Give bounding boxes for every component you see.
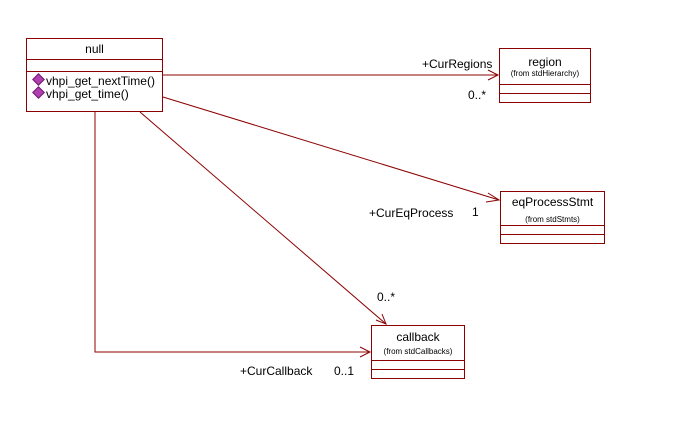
multiplicity-cur-callback: 0..1 <box>334 364 355 378</box>
class-eqprocessstmt[interactable]: eqProcessStmt (from stdStmts) <box>500 191 605 244</box>
class-callback-name: callback <box>396 330 440 344</box>
multiplicity-callback-multi: 0..* <box>377 290 396 304</box>
operation-name: vhpi_get_time() <box>46 87 129 101</box>
class-region-attributes <box>500 85 590 94</box>
class-callback[interactable]: callback (from stdCallbacks) <box>371 325 465 379</box>
class-region[interactable]: region (from stdHierarchy) <box>499 48 591 103</box>
class-eqprocessstmt-package: (from stdStmts) <box>525 215 580 224</box>
class-region-header: region (from stdHierarchy) <box>500 49 590 85</box>
public-operation-icon <box>32 73 45 87</box>
arrowhead-cur-eq-process <box>485 192 501 203</box>
role-cur-callback: +CurCallback <box>240 364 313 378</box>
class-region-name: region <box>528 55 562 69</box>
operation-vhpi-get-nexttime[interactable]: vhpi_get_nextTime() <box>27 73 162 88</box>
class-null-header: null <box>27 39 162 60</box>
operation-name: vhpi_get_nextTime() <box>46 74 155 88</box>
role-cur-regions: +CurRegions <box>422 57 493 71</box>
association-line-callback-multi[interactable] <box>139 111 387 325</box>
class-null[interactable]: null vhpi_get_nextTime() vhpi_get_time() <box>26 38 163 112</box>
class-region-package: (from stdHierarchy) <box>510 69 580 78</box>
association-line-cur-callback[interactable] <box>94 112 370 353</box>
class-callback-header: callback (from stdCallbacks) <box>372 326 464 361</box>
class-null-name: null <box>85 42 104 56</box>
class-eqprocessstmt-attributes <box>501 226 604 235</box>
operation-vhpi-get-time[interactable]: vhpi_get_time() <box>27 86 162 101</box>
role-cur-eq-process: +CurEqProcess <box>369 206 454 220</box>
multiplicity-cur-regions: 0..* <box>468 88 487 102</box>
class-callback-attributes <box>372 361 464 370</box>
multiplicity-cur-eq-process: 1 <box>472 205 479 219</box>
class-null-operations: vhpi_get_nextTime() vhpi_get_time() <box>27 72 162 101</box>
arrowhead-callback-multi <box>375 313 387 325</box>
arrowhead-cur-regions <box>487 69 500 81</box>
class-eqprocessstmt-name: eqProcessStmt <box>511 195 594 209</box>
class-callback-package: (from stdCallbacks) <box>383 347 453 356</box>
public-operation-icon <box>32 86 45 100</box>
association-line-cur-eq-process[interactable] <box>162 96 500 201</box>
arrowhead-cur-callback <box>359 346 372 358</box>
class-null-attributes <box>27 60 162 72</box>
class-eqprocessstmt-header: eqProcessStmt (from stdStmts) <box>501 192 604 226</box>
